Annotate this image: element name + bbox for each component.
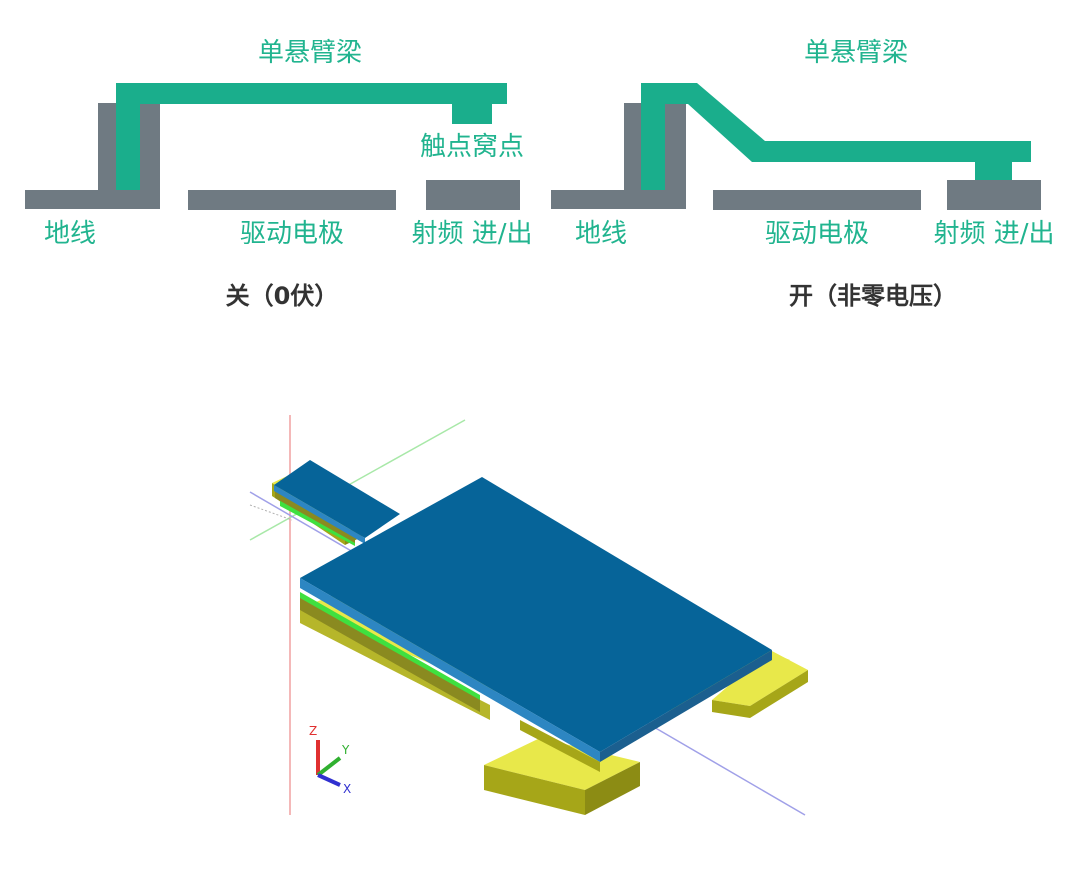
axis-line-green [249, 419, 466, 541]
state-label-on: 开（非零电压） [789, 282, 957, 310]
rf-pad-side [484, 765, 585, 815]
rf-pad-on [947, 180, 1041, 210]
rf-pad-top [484, 738, 640, 790]
triad-x-label: X [343, 782, 351, 796]
rf-pad-end [585, 762, 640, 815]
green-layer-stub [280, 500, 355, 546]
olive-strip-stub [275, 491, 355, 543]
electrode-label-off: 驱动电极 [240, 219, 344, 249]
cantilever-stub-side [274, 485, 365, 544]
rf-label-off: 射频 进/出 [411, 219, 532, 249]
electrode-label-on: 驱动电极 [765, 219, 869, 249]
rf-label-on: 射频 进/出 [933, 219, 1054, 249]
triad-z-label: Z [309, 724, 317, 738]
rf-pad-off [426, 180, 520, 210]
triad-y-label: Y [341, 743, 350, 757]
drive-electrode-off [188, 190, 396, 210]
mems-3d-model: Z Y X [249, 415, 808, 816]
cantilever-stub-top [274, 460, 400, 538]
triad-y-axis [316, 756, 342, 777]
triad-x-axis [317, 773, 341, 787]
contact-label-off: 触点窝点 [420, 132, 524, 162]
olive-strip-main [300, 598, 480, 712]
drive-electrode-on [713, 190, 921, 210]
ground-label-on: 地线 [575, 219, 627, 249]
diagram-on: 单悬臂梁 地线 驱动电极 射频 进/出 开（非零电压） [551, 38, 1055, 310]
drive-electrode-right-pad-side [712, 670, 808, 718]
axis-line-dotted [249, 504, 293, 521]
beam-label-on: 单悬臂梁 [804, 38, 908, 68]
state-label-off: 关（0伏） [226, 282, 339, 310]
contact-tip-side [520, 720, 600, 772]
cantilever-plate-front [300, 578, 600, 762]
axis-triad: Z Y X [309, 724, 351, 796]
cantilever-beam-off [116, 83, 507, 190]
cantilever-plate-top [300, 477, 772, 752]
cantilever-plate-right [600, 650, 772, 762]
ground-label-off: 地线 [44, 219, 96, 249]
cantilever-beam-on [641, 83, 1031, 190]
beam-label-off: 单悬臂梁 [258, 38, 362, 68]
diagram-off: 单悬臂梁 触点窝点 地线 驱动电极 射频 进/出 关（0伏） [25, 38, 533, 310]
drive-electrode-right-pad-top [712, 650, 808, 706]
